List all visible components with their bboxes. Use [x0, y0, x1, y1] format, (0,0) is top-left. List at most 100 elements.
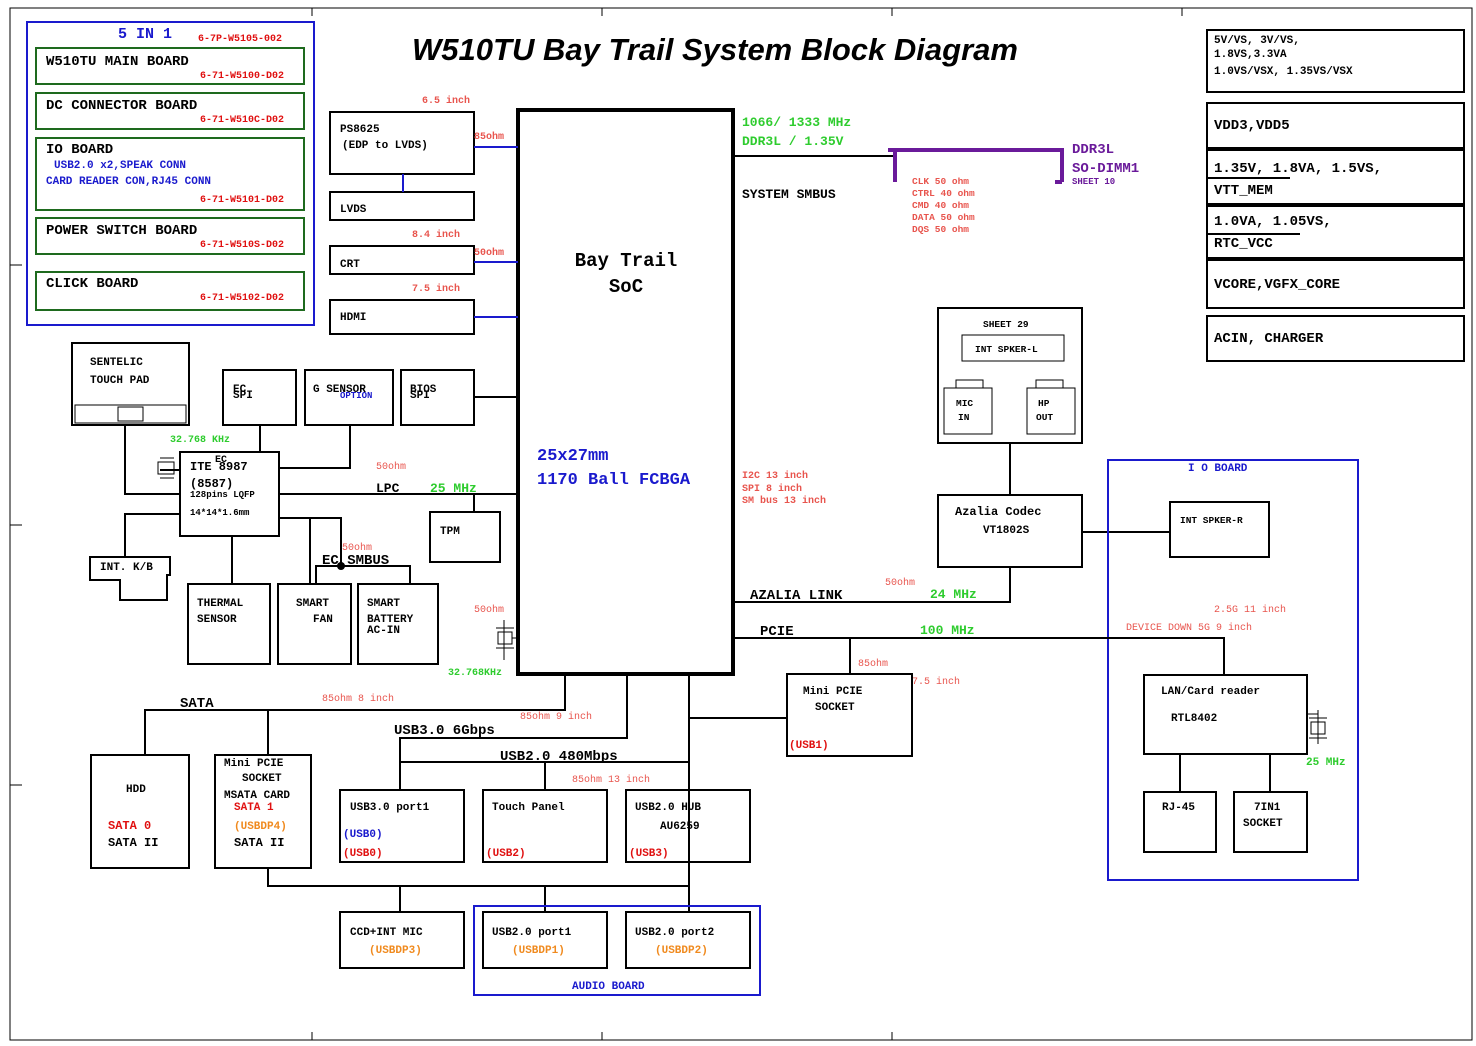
lower-bus-wires	[144, 674, 787, 912]
usb-hub-label2: AU6259	[660, 821, 700, 833]
dimm-name: SO-DIMM1	[1072, 161, 1139, 177]
storage-boxes	[90, 754, 312, 869]
gsensor-label: G SENSOR	[313, 384, 366, 396]
hdd-sata0: SATA 0	[108, 819, 151, 833]
azalia-impedance: 50ohm	[885, 577, 915, 589]
io-board-frame	[1107, 459, 1359, 881]
diagram-title: W510TU Bay Trail System Block Diagram	[412, 32, 1018, 67]
touch-panel-usb: (USB2)	[486, 848, 526, 860]
sata-label: SATA	[180, 696, 214, 712]
msata-label6: SATA II	[234, 836, 284, 850]
power-rail-4a: 1.0VA, 1.05VS,	[1214, 214, 1332, 230]
mem-note-data: DATA 50 ohm	[912, 212, 975, 223]
ec-dimensions: 14*14*1.6mm	[190, 508, 250, 518]
ec-package: 128pins LQFP	[190, 490, 255, 500]
battery-label3: AC-IN	[367, 625, 400, 637]
lpc-label: LPC	[376, 481, 400, 496]
mem-note-cmd: CMD 40 ohm	[912, 200, 969, 211]
sata-length: 85ohm 8 inch	[322, 693, 394, 705]
ccd-label: CCD+INT MIC	[350, 927, 423, 939]
ec-chip2: (8587)	[190, 477, 233, 491]
power-rail-1b: 1.8VS,3.3VA	[1214, 49, 1287, 61]
hdmi-label: HDMI	[340, 312, 366, 324]
rj45-label: RJ-45	[1162, 802, 1195, 814]
spi-note: SPI 8 inch	[742, 483, 802, 495]
lpc-clock: 25 MHz	[430, 481, 477, 496]
power-rail-3b: VTT_MEM	[1214, 183, 1273, 199]
lan-length-2: DEVICE DOWN 5G 9 inch	[1126, 622, 1252, 634]
ec-label: EC	[215, 455, 227, 466]
io-wires	[733, 637, 1271, 792]
crt-length: 8.4 inch	[412, 229, 460, 241]
touchpad-label1: SENTELIC	[90, 357, 143, 369]
msata-label5: (USBDP4)	[234, 821, 287, 833]
azalia-label: AZALIA LINK	[750, 588, 843, 604]
codec-label2: VT1802S	[983, 525, 1030, 537]
board-io-sub1: USB2.0 x2,SPEAK CONN	[54, 160, 186, 172]
mem-type: DDR3L / 1.35V	[742, 134, 844, 149]
ps8625-desc: (EDP to LVDS)	[342, 140, 428, 152]
usb3-port-usb0a: (USB0)	[343, 829, 383, 841]
touchpad-click	[117, 406, 144, 422]
power-rail-6: ACIN, CHARGER	[1214, 331, 1324, 347]
thermal-label1: THERMAL	[197, 598, 244, 610]
spkl-label: INT SPKER-L	[975, 344, 1038, 355]
ecspi-label2: SPI	[233, 390, 253, 402]
lvds-label: LVDS	[340, 204, 367, 216]
board-dc-pn: 6-71-W510C-D02	[200, 115, 284, 126]
display-links	[474, 146, 518, 318]
usb3-port-label: USB3.0 port1	[350, 802, 430, 814]
spkl-box	[961, 334, 1065, 362]
mem-note-dqs: DQS 50 ohm	[912, 224, 969, 235]
mic-jack-top	[955, 379, 984, 389]
usb-hub-usb: (USB3)	[629, 848, 669, 860]
board-click-pn: 6-71-W5102-D02	[200, 293, 284, 304]
usb3-port-usb0b: (USB0)	[343, 848, 383, 860]
mini-pcie-usb: (USB1)	[789, 740, 829, 752]
mic-jack	[943, 387, 993, 435]
touch-panel-label: Touch Panel	[492, 802, 565, 814]
five-in-one-pn: 6-7P-W5105-002	[198, 34, 282, 45]
bios-label1: BIOS	[410, 384, 437, 396]
mini-pcie-socket	[786, 673, 913, 757]
gsensor-option: OPTION	[340, 391, 372, 401]
keyboard-shape	[89, 556, 171, 601]
audio-board-label: AUDIO BOARD	[572, 981, 645, 993]
pcie-label: PCIE	[760, 624, 794, 640]
five-in-one-header: 5 IN 1	[118, 26, 172, 43]
audio-usb-port2-usb: (USBDP2)	[655, 945, 708, 957]
power-rail-1a: 5V/VS, 3V/VS,	[1214, 35, 1300, 47]
hp-label2: OUT	[1036, 412, 1053, 423]
dimm-type: DDR3L	[1072, 142, 1114, 158]
ec-crystal	[157, 457, 175, 479]
board-dc-name: DC CONNECTOR BOARD	[46, 98, 197, 114]
ec-chip: ITE 8987	[190, 460, 248, 474]
crt-label: CRT	[340, 259, 360, 271]
keyboard-label: INT. K/B	[100, 562, 153, 574]
battery-label1: SMART	[367, 598, 400, 610]
hp-jack-top	[1035, 379, 1064, 389]
ec-clock: 32.768 KHz	[170, 435, 230, 446]
rtc-clock: 32.768KHz	[448, 668, 502, 679]
ecspi-label1: EC	[233, 384, 247, 396]
ccd-usb: (USBDP3)	[369, 945, 422, 957]
mic-label2: IN	[958, 412, 970, 423]
usb-hub-label1: USB2.0 HUB	[635, 802, 701, 814]
hp-jack	[1026, 387, 1076, 435]
ec-wires	[124, 396, 518, 584]
power-boxes	[1206, 29, 1465, 362]
io-board-title: I O BOARD	[1188, 463, 1248, 475]
board-click-name: CLICK BOARD	[46, 276, 138, 292]
lpc-impedance: 50ohm	[376, 461, 406, 473]
cardreader-label2: SOCKET	[1243, 818, 1283, 830]
pcie-impedance: 85ohm	[858, 658, 888, 670]
usb-boxes	[339, 789, 751, 969]
power-rail-1c: 1.0VS/VSX, 1.35VS/VSX	[1214, 66, 1353, 78]
lan-label1: LAN/Card reader	[1161, 686, 1260, 698]
power-rail-5: VCORE,VGFX_CORE	[1214, 277, 1340, 293]
system-smbus: SYSTEM SMBUS	[742, 187, 836, 202]
smbus-impedance: 50ohm	[342, 542, 372, 554]
fan-label2: FAN	[313, 614, 333, 626]
